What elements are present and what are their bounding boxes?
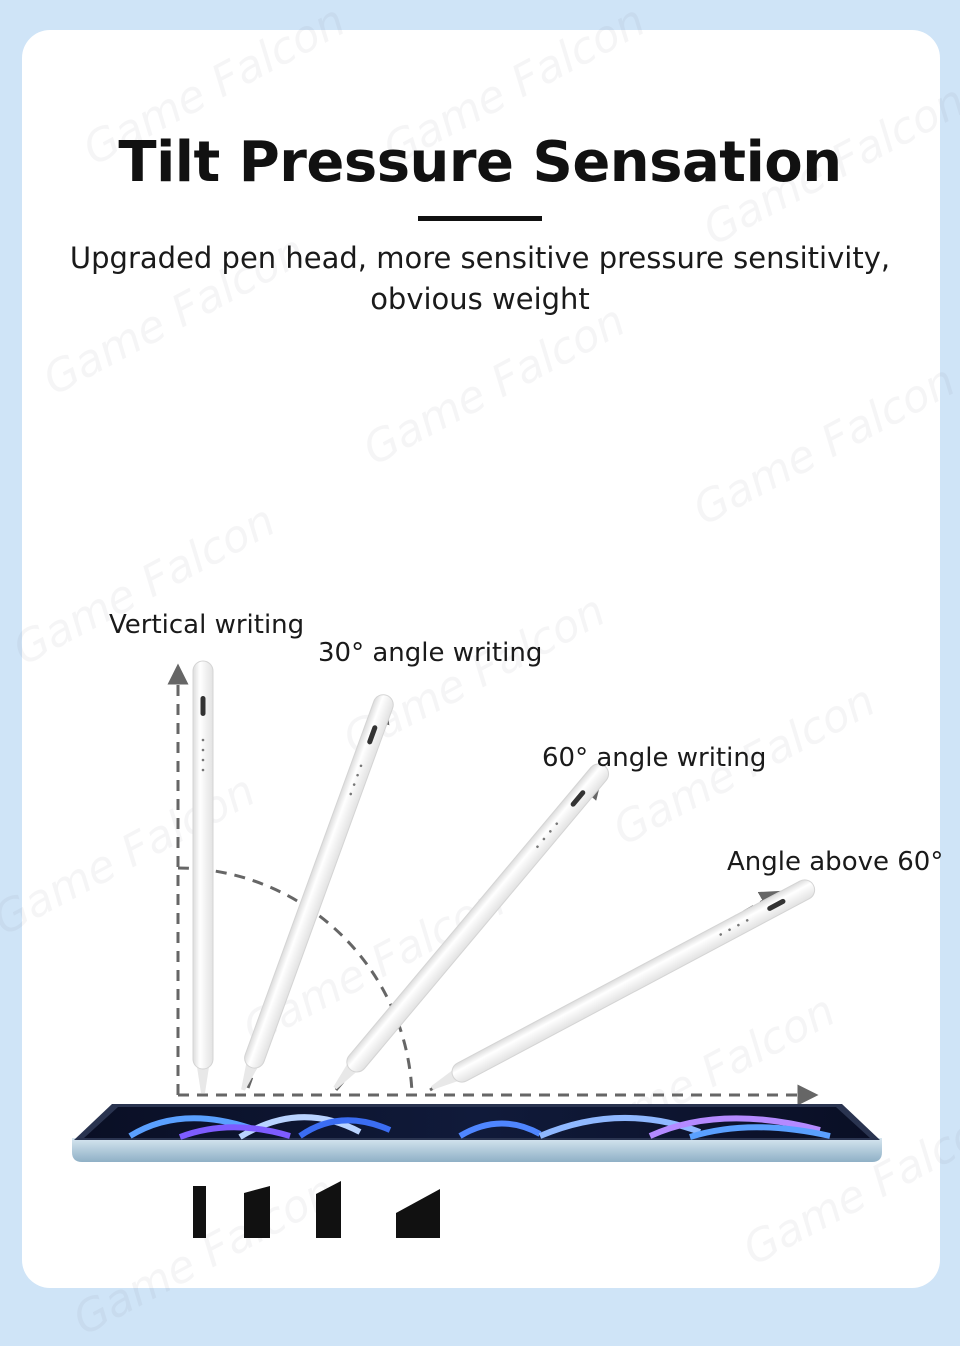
tablet [72, 1104, 882, 1162]
subtitle-line-1: Upgraded pen head, more sensitive pressu… [69, 241, 891, 275]
label-60-degree-writing: 60° angle writing [542, 743, 767, 773]
pen-60-degree [333, 763, 610, 1090]
stroke-sample-above60 [396, 1189, 440, 1238]
content-card [22, 30, 940, 1288]
angle-arc [177, 866, 414, 1094]
pen-above-60-degree [431, 879, 816, 1090]
stroke-sample-60 [316, 1181, 341, 1238]
stroke-sample-vertical [193, 1186, 206, 1238]
pen-vertical [192, 660, 214, 1093]
label-30-degree-writing: 30° angle writing [318, 638, 543, 668]
subtitle: Upgraded pen head, more sensitive pressu… [40, 238, 920, 320]
stroke-samples [193, 1181, 440, 1238]
page-title: Tilt Pressure Sensation [118, 130, 842, 195]
title-underline [418, 216, 542, 221]
subtitle-line-2: obvious weight [370, 282, 590, 316]
label-vertical-writing: Vertical writing [109, 610, 305, 640]
pen-30-degree [241, 694, 394, 1091]
tilt-illustration [72, 660, 882, 1238]
label-above-60-degree: Angle above 60° [727, 847, 944, 877]
tablet-wallpaper [128, 1114, 831, 1140]
stroke-sample-30 [244, 1186, 270, 1238]
